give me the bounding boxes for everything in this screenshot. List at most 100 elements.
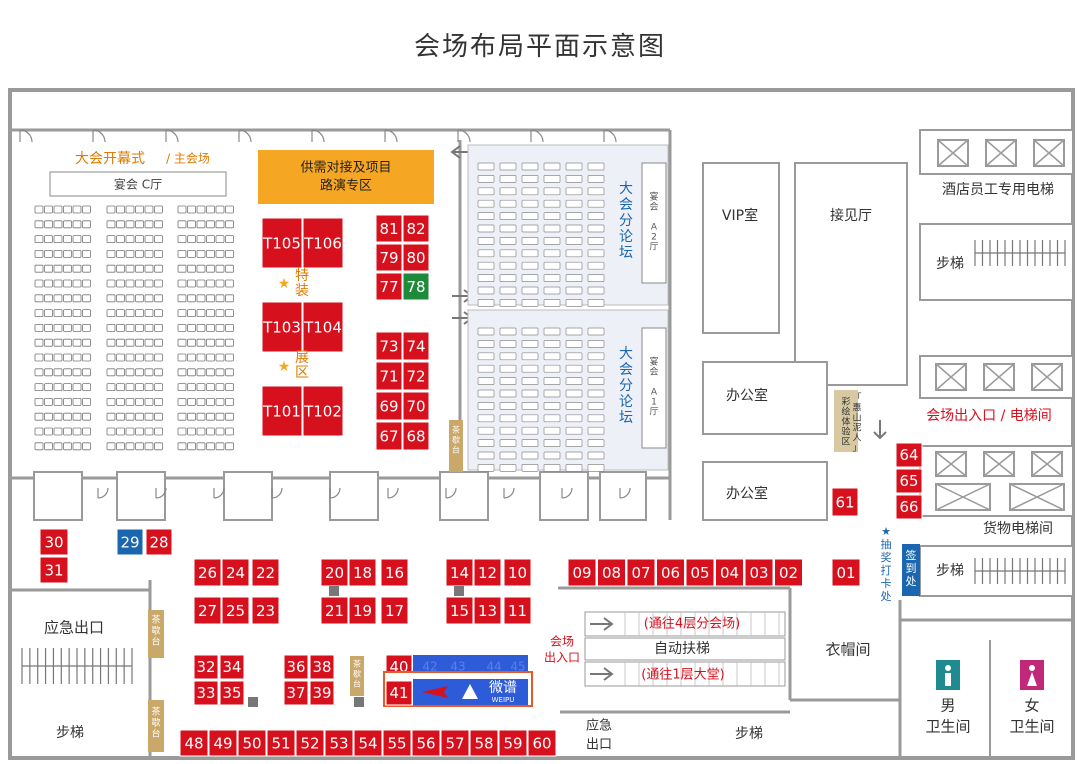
seat	[63, 294, 72, 303]
booth-10[interactable]: 10	[503, 558, 532, 587]
seat	[144, 397, 154, 406]
booth-12[interactable]: 12	[473, 558, 502, 587]
booth-02[interactable]: 02	[774, 558, 803, 587]
booth-13[interactable]: 13	[473, 596, 502, 625]
booth-37[interactable]: 37	[283, 680, 309, 706]
booth-72[interactable]: 72	[402, 361, 430, 391]
booth-71[interactable]: 71	[375, 361, 403, 391]
seat	[135, 397, 144, 406]
booth-58[interactable]: 58	[469, 729, 499, 757]
booth-05[interactable]: 05	[685, 558, 715, 587]
booth-24[interactable]: 24	[221, 558, 250, 587]
shaft-cross	[935, 451, 967, 477]
booth-52[interactable]: 52	[295, 729, 325, 757]
booth-61[interactable]: 61	[831, 487, 859, 517]
seat	[543, 439, 561, 447]
seat	[44, 383, 53, 392]
booth-66[interactable]: 66	[895, 494, 923, 520]
seat	[215, 309, 225, 318]
booth-65[interactable]: 65	[895, 468, 923, 494]
booth-81[interactable]: 81	[375, 214, 403, 243]
booth-32[interactable]: 32	[193, 654, 219, 680]
booth-48[interactable]: 48	[179, 729, 209, 757]
booth-box	[145, 528, 173, 556]
booth-17[interactable]: 17	[380, 596, 409, 625]
booth-70[interactable]: 70	[402, 391, 430, 421]
booth-29[interactable]: 29	[116, 528, 144, 556]
booth-09[interactable]: 09	[567, 558, 597, 587]
booth-01[interactable]: 01	[831, 558, 861, 587]
booth-36[interactable]: 36	[283, 654, 309, 680]
booth-82[interactable]: 82	[402, 214, 430, 243]
booth-33[interactable]: 33	[193, 680, 219, 706]
booth-number: 05	[690, 564, 709, 582]
booth-T101[interactable]: T101	[261, 385, 303, 437]
booth-35[interactable]: 35	[219, 680, 245, 706]
booth-38[interactable]: 38	[309, 654, 335, 680]
booth-23[interactable]: 23	[251, 596, 280, 625]
booth-57[interactable]: 57	[440, 729, 470, 757]
booth-T103[interactable]: T103	[261, 301, 303, 353]
booth-54[interactable]: 54	[353, 729, 383, 757]
booth-41[interactable]: 41	[385, 680, 413, 706]
booth-27[interactable]: 27	[193, 596, 222, 625]
booth-19[interactable]: 19	[348, 596, 377, 625]
booth-69[interactable]: 69	[375, 391, 403, 421]
booth-53[interactable]: 53	[324, 729, 354, 757]
booth-49[interactable]: 49	[208, 729, 238, 757]
booth-67[interactable]: 67	[375, 421, 403, 451]
booth-77[interactable]: 77	[375, 272, 403, 301]
booth-28[interactable]: 28	[145, 528, 173, 556]
booth-box	[473, 558, 502, 587]
booth-64[interactable]: 64	[895, 442, 923, 468]
booth-08[interactable]: 08	[597, 558, 626, 587]
booth-26[interactable]: 26	[193, 558, 222, 587]
booth-03[interactable]: 03	[744, 558, 774, 587]
seat	[154, 368, 163, 377]
door-swing	[238, 129, 252, 143]
booth-59[interactable]: 59	[498, 729, 528, 757]
booth-04[interactable]: 04	[715, 558, 744, 587]
seat	[543, 364, 561, 373]
booth-74[interactable]: 74	[402, 331, 430, 361]
booth-68[interactable]: 68	[402, 421, 430, 451]
booth-21[interactable]: 21	[320, 596, 349, 625]
booth-25[interactable]: 25	[221, 596, 250, 625]
booth-T102[interactable]: T102	[302, 385, 344, 437]
booth-80[interactable]: 80	[402, 243, 430, 272]
seat	[187, 309, 196, 318]
booth-39[interactable]: 39	[309, 680, 335, 706]
booth-06[interactable]: 06	[656, 558, 685, 587]
booth-15[interactable]: 15	[445, 596, 474, 625]
seat	[187, 323, 196, 332]
door-swing	[329, 487, 341, 499]
booth-T104[interactable]: T104	[302, 301, 344, 353]
booth-18[interactable]: 18	[348, 558, 377, 587]
booth-31[interactable]: 31	[39, 556, 69, 584]
seat	[34, 264, 44, 273]
booth-07[interactable]: 07	[626, 558, 656, 587]
booth-14[interactable]: 14	[445, 558, 474, 587]
booth-T105[interactable]: T105	[261, 217, 303, 269]
booth-60[interactable]: 60	[527, 729, 557, 757]
booth-51[interactable]: 51	[266, 729, 296, 757]
seat	[196, 323, 206, 332]
booth-16[interactable]: 16	[380, 558, 409, 587]
booth-11[interactable]: 11	[503, 596, 532, 625]
booth-T106[interactable]: T106	[302, 217, 344, 269]
seat	[565, 464, 583, 472]
booth-56[interactable]: 56	[411, 729, 441, 757]
booth-20[interactable]: 20	[320, 558, 349, 587]
booth-34[interactable]: 34	[219, 654, 245, 680]
booth-55[interactable]: 55	[382, 729, 412, 757]
booth-73[interactable]: 73	[375, 331, 403, 361]
booth-box	[626, 558, 656, 587]
booth-50[interactable]: 50	[237, 729, 267, 757]
seat	[206, 427, 215, 436]
booth-30[interactable]: 30	[39, 528, 69, 556]
booth-79[interactable]: 79	[375, 243, 403, 272]
booth-22[interactable]: 22	[251, 558, 280, 587]
booth-number: 48	[184, 735, 203, 753]
seat	[477, 224, 495, 233]
booth-78[interactable]: 78	[402, 272, 430, 301]
